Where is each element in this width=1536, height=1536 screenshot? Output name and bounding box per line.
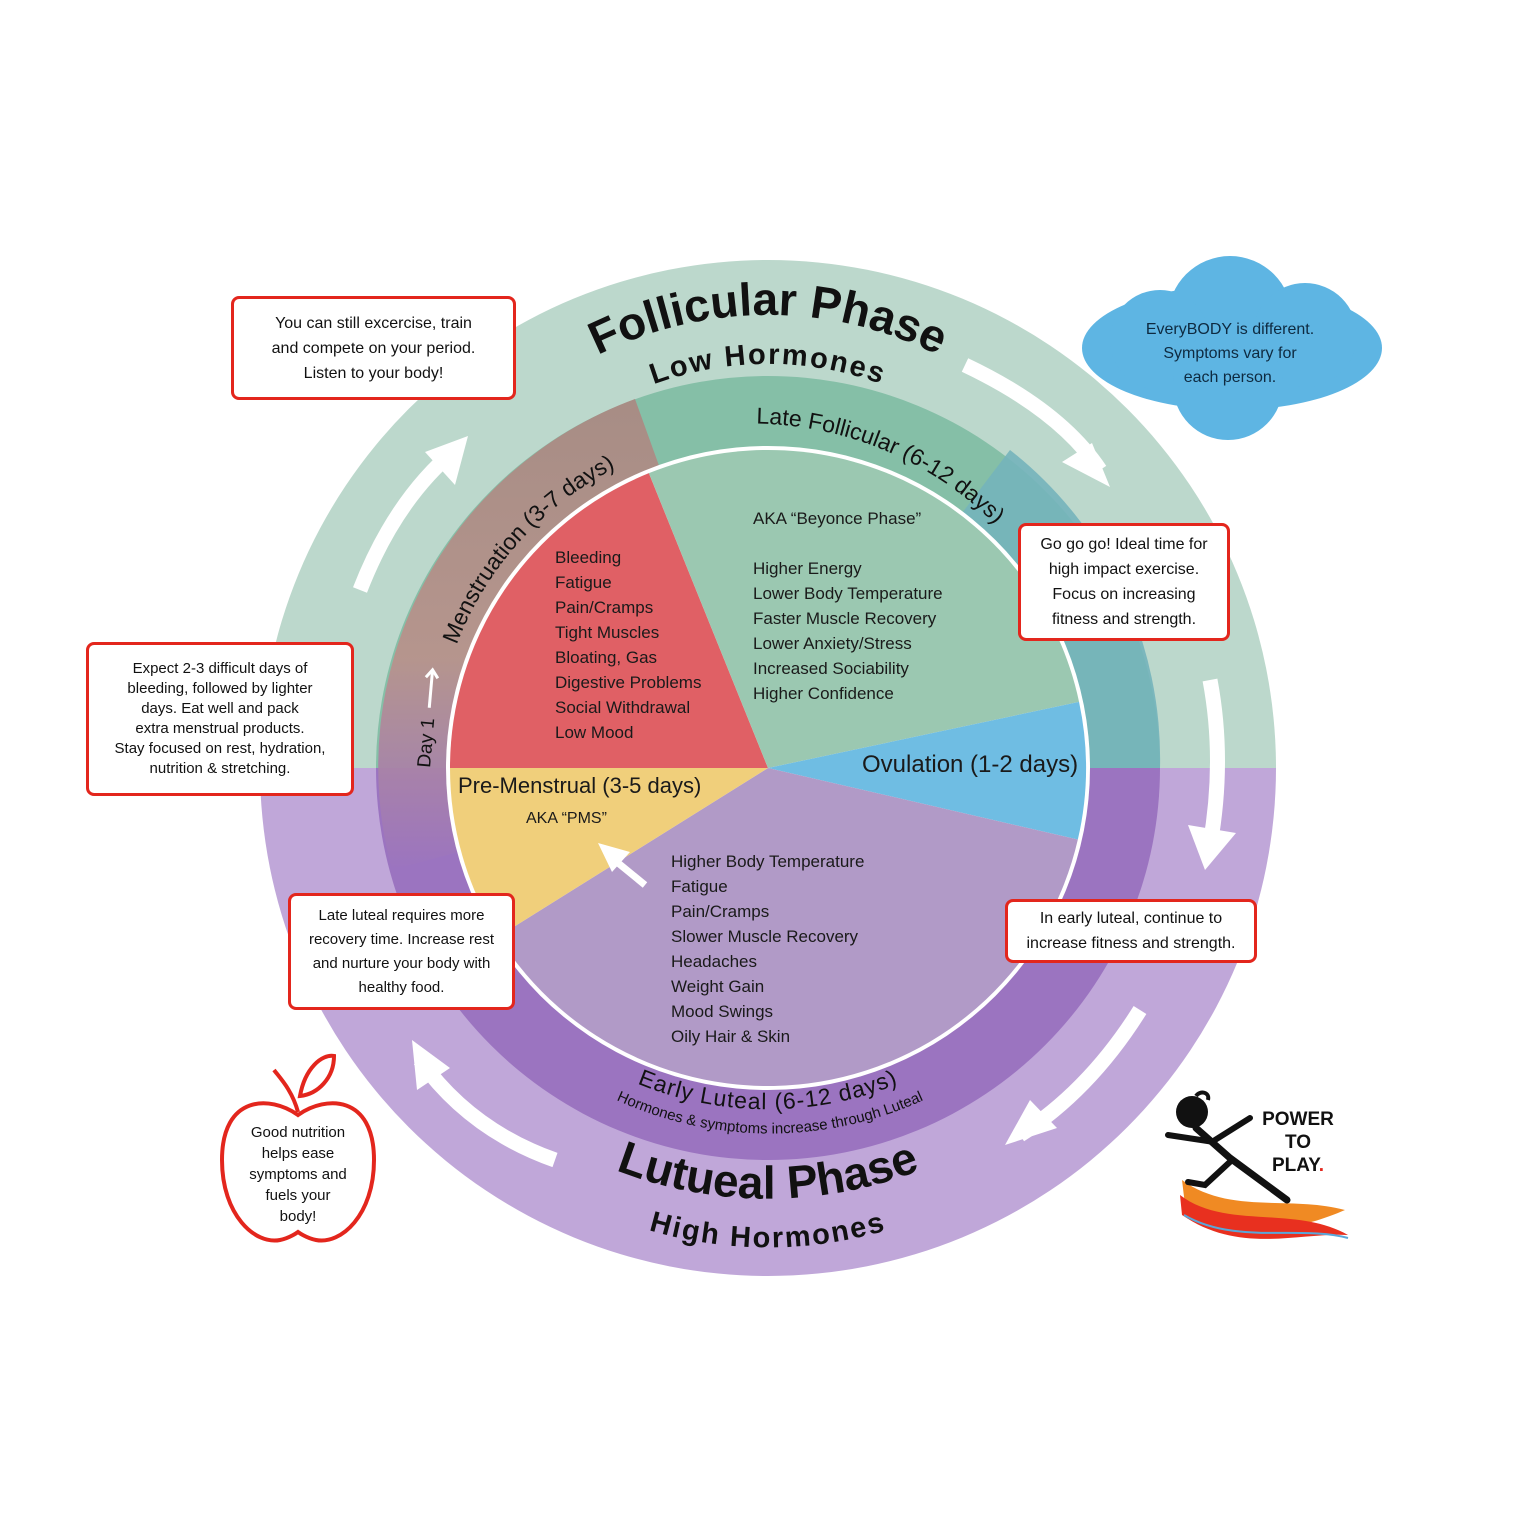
luteal-symptom-item: Weight Gain: [671, 977, 765, 996]
pie: [450, 450, 1086, 1087]
luteal-symptom-item: Mood Swings: [671, 1002, 774, 1021]
pre-menstrual-label: Pre-Menstrual (3-5 days): [458, 773, 702, 798]
menstruation-symptom-item: Low Mood: [555, 723, 634, 742]
follicular-symptom-item: Increased Sociability: [753, 659, 909, 678]
logo-text-power: POWER: [1262, 1109, 1334, 1130]
apple-stem: [272, 1068, 300, 1113]
menstruation-symptom-item: Bleeding: [555, 548, 622, 567]
cloud-text: EveryBODY is different. Symptoms vary fo…: [1145, 321, 1315, 386]
menstruation-symptom-item: Fatigue: [555, 573, 612, 592]
logo-flame-red: [1180, 1195, 1348, 1239]
pie-menstruation: [450, 473, 768, 768]
menstruation-symptom-item: Digestive Problems: [555, 673, 702, 692]
day1-label: Day 1: [414, 717, 439, 768]
tip-bleeding-text: Expect 2-3 difficult days of bleeding, f…: [114, 660, 326, 777]
runner-arm-2: [1212, 1115, 1253, 1143]
cloud-shape: [1082, 256, 1382, 440]
tip-bleeding: Expect 2-3 difficult days of bleeding, f…: [86, 642, 354, 796]
apple-leaf: [297, 1053, 337, 1099]
logo-text-play: PLAY.: [1272, 1155, 1324, 1176]
pie-luteal: [498, 768, 1078, 1087]
arrow-head-3: [1188, 825, 1236, 870]
pms-arrow-head: [598, 843, 630, 872]
tip-early-luteal: In early luteal, continue to increase fi…: [1005, 899, 1257, 963]
runner-arm: [1165, 1132, 1217, 1145]
tip-late-luteal: Late luteal requires more recovery time.…: [288, 893, 515, 1010]
luteal-symptom-item: Fatigue: [671, 877, 728, 896]
logo-flame-blue-line: [1183, 1214, 1349, 1239]
luteal-symptom-item: Oily Hair & Skin: [671, 1027, 791, 1046]
luteal-symptom-item: Slower Muscle Recovery: [671, 927, 859, 946]
pie-ovulation: [768, 701, 1086, 840]
menstruation-symptom-item: Social Withdrawal: [555, 698, 691, 717]
logo-text-to: TO: [1285, 1132, 1311, 1153]
ovulation-label: Ovulation (1-2 days): [862, 751, 1079, 778]
follicular-aka: AKA “Beyonce Phase”: [753, 509, 922, 528]
pre-menstrual-aka: AKA “PMS”: [526, 810, 607, 827]
menstruation-symptom-item: Pain/Cramps: [555, 598, 654, 617]
luteal-symptom-item: Headaches: [671, 952, 758, 971]
tip-late-luteal-text: Late luteal requires more recovery time.…: [308, 906, 495, 996]
follicular-symptom-item: Lower Body Temperature: [753, 584, 943, 603]
menstruation-symptom-item: Tight Muscles: [555, 623, 660, 642]
cycle-arrow-heads: [412, 436, 1236, 1145]
apple-text: Good nutrition helps ease symptoms and f…: [249, 1124, 347, 1225]
tip-go-text: Go go go! Ideal time for high impact exe…: [1040, 536, 1208, 628]
tip-go: Go go go! Ideal time for high impact exe…: [1018, 523, 1230, 641]
arrow-head-5: [412, 1040, 450, 1090]
tip-period-exercise-text: You can still excercise, train and compe…: [271, 314, 476, 382]
arrow-head-1: [425, 436, 468, 485]
apple-icon: [219, 1053, 377, 1243]
tip-period-exercise: You can still excercise, train and compe…: [231, 296, 516, 400]
menstruation-symptom-item: Bloating, Gas: [555, 648, 658, 667]
day1-marker: Day 1: [414, 667, 440, 768]
pie-follicular: [648, 450, 1080, 768]
arrow-head-4: [1005, 1100, 1057, 1145]
arrow-head-2: [1062, 443, 1110, 487]
runner-head: [1176, 1096, 1208, 1128]
runner-leg: [1185, 1157, 1235, 1189]
tip-early-luteal-text: In early luteal, continue to increase fi…: [1026, 910, 1236, 952]
follicular-symptom-item: Higher Confidence: [753, 684, 894, 703]
day1-arrow-head: [424, 667, 440, 680]
runner-ponytail: [1194, 1090, 1211, 1101]
luteal-symptom-item: Pain/Cramps: [671, 902, 770, 921]
cycle-arrow-right-down: [1202, 678, 1225, 847]
luteal-symptom-item: Higher Body Temperature: [671, 852, 865, 871]
follicular-symptom-item: Faster Muscle Recovery: [753, 609, 937, 628]
power-to-play-logo: POWER TO PLAY.: [1165, 1090, 1349, 1239]
apple-body: [219, 1101, 377, 1243]
day1-arrow: [427, 671, 434, 708]
follicular-symptom-item: Lower Anxiety/Stress: [753, 634, 912, 653]
follicular-symptom-item: Higher Energy: [753, 559, 862, 578]
